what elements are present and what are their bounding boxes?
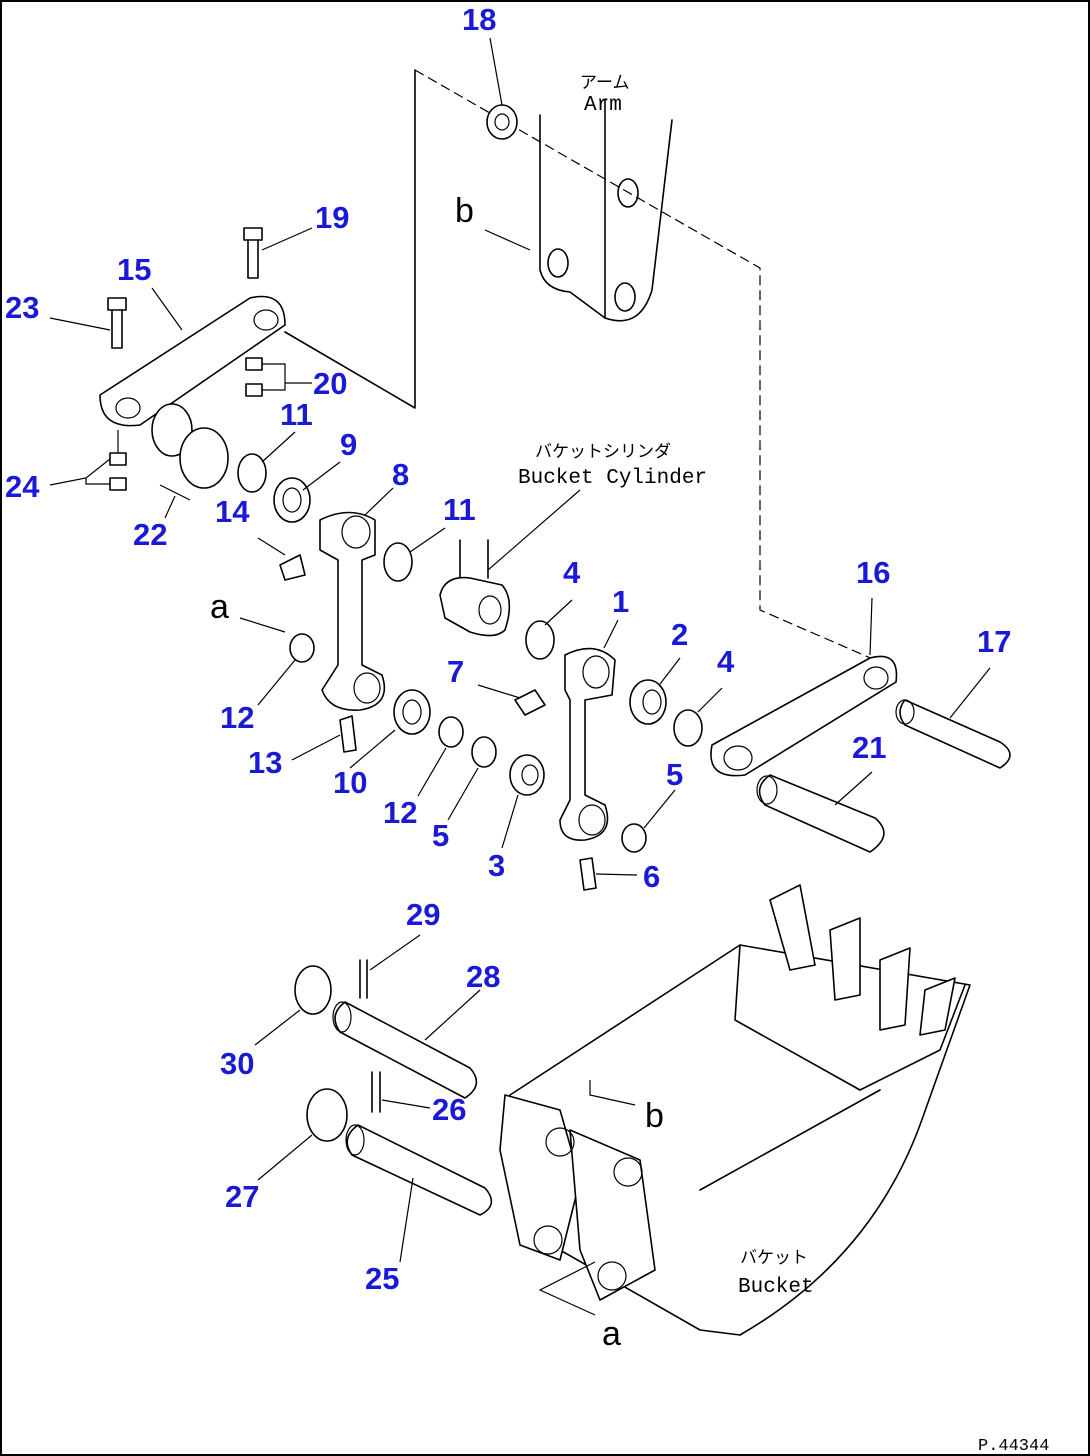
part-22-plate bbox=[151, 403, 229, 501]
part-12-washer-middle bbox=[438, 716, 464, 748]
part-25-pin bbox=[345, 1124, 493, 1216]
part-4-seal-left bbox=[525, 620, 555, 660]
view-a-label-bottom: a bbox=[602, 1315, 621, 1353]
part-23-bolt bbox=[107, 297, 127, 349]
callout-28: 28 bbox=[466, 959, 500, 994]
callout-27: 27 bbox=[225, 1179, 259, 1214]
callout-9: 9 bbox=[340, 427, 357, 462]
cylinder-label-jp: バケットシリンダ bbox=[535, 442, 671, 462]
callout-21: 21 bbox=[852, 730, 886, 765]
view-b-label-bucket: b bbox=[645, 1097, 664, 1135]
part-7-grease-fitting bbox=[514, 689, 546, 716]
callout-4-right: 4 bbox=[717, 644, 735, 679]
callout-16: 16 bbox=[856, 555, 890, 590]
callout-17: 17 bbox=[977, 624, 1011, 659]
callout-7: 7 bbox=[447, 654, 464, 689]
callout-10: 10 bbox=[333, 765, 367, 800]
callout-13: 13 bbox=[248, 745, 282, 780]
part-5-nut-middle bbox=[471, 736, 497, 768]
part-28-pin bbox=[332, 1001, 478, 1099]
callout-14: 14 bbox=[215, 494, 250, 529]
part-15-link bbox=[99, 295, 286, 427]
callout-12-middle: 12 bbox=[383, 795, 417, 830]
part-26-pin bbox=[371, 1071, 381, 1113]
part-17-pin bbox=[895, 699, 1011, 769]
bucket-label-jp: バケット bbox=[740, 1248, 808, 1268]
bucket bbox=[499, 884, 971, 1336]
bucket-cylinder-end bbox=[439, 539, 511, 637]
view-b-label-top: b bbox=[455, 192, 474, 230]
part-18-washer bbox=[486, 104, 518, 140]
part-9-bushing bbox=[273, 477, 311, 523]
callout-19: 19 bbox=[315, 200, 349, 235]
callout-23: 23 bbox=[5, 290, 39, 325]
part-13-grease-fitting bbox=[339, 715, 357, 753]
part-8-link bbox=[319, 511, 386, 711]
callout-22: 22 bbox=[133, 517, 167, 552]
part-12-washer-left bbox=[289, 633, 315, 663]
figure-reference: P.44344 bbox=[978, 1437, 1049, 1456]
part-11-seal-upper bbox=[237, 453, 267, 493]
callout-labels: 18 19 15 23 20 11 9 24 8 14 22 11 4 1 16… bbox=[5, 2, 1011, 1296]
part-2-bushing bbox=[629, 679, 667, 725]
part-14-grease-fitting bbox=[279, 554, 306, 581]
guide-line-arm bbox=[414, 69, 876, 661]
part-24-nuts bbox=[109, 452, 127, 491]
callout-4-left: 4 bbox=[563, 555, 581, 590]
view-a-label-left: a bbox=[210, 588, 229, 626]
part-4-seal-right bbox=[673, 709, 703, 747]
callout-12-left: 12 bbox=[220, 700, 254, 735]
part-1-link bbox=[559, 647, 616, 841]
arm-label-en: Arm bbox=[584, 94, 622, 117]
part-16-link bbox=[710, 655, 898, 777]
part-3-bushing bbox=[509, 754, 545, 796]
callout-24: 24 bbox=[5, 469, 40, 504]
callout-15: 15 bbox=[117, 252, 151, 287]
callout-1: 1 bbox=[612, 584, 629, 619]
cylinder-leader bbox=[487, 489, 581, 571]
callout-5-right: 5 bbox=[666, 757, 683, 792]
guide-line-link bbox=[284, 69, 416, 409]
callout-8: 8 bbox=[392, 457, 409, 492]
callout-11-lower: 11 bbox=[443, 492, 476, 527]
arm-label-jp: アーム bbox=[580, 73, 629, 93]
callout-6: 6 bbox=[643, 859, 660, 894]
callout-3: 3 bbox=[488, 848, 505, 883]
view-a-arrow bbox=[239, 617, 286, 633]
callout-5-middle: 5 bbox=[432, 818, 449, 853]
callout-18: 18 bbox=[462, 2, 496, 37]
leader-lines bbox=[49, 37, 991, 1263]
callout-2: 2 bbox=[671, 617, 688, 652]
bucket-label-en: Bucket bbox=[738, 1276, 814, 1299]
part-30-ring bbox=[294, 965, 332, 1015]
cylinder-label-en: Bucket Cylinder bbox=[518, 467, 707, 490]
callout-26: 26 bbox=[432, 1092, 466, 1127]
bucket-view-a-arrow bbox=[538, 1261, 596, 1316]
callout-20: 20 bbox=[313, 366, 347, 401]
part-5-nut-right bbox=[621, 823, 647, 853]
view-b-arrow bbox=[484, 229, 531, 251]
callout-30: 30 bbox=[220, 1046, 254, 1081]
callout-25: 25 bbox=[365, 1261, 399, 1296]
part-6-grease-fitting bbox=[579, 857, 597, 891]
part-19-bolt bbox=[243, 227, 263, 279]
annotations: アーム Arm バケットシリンダ Bucket Cylinder バケット Bu… bbox=[210, 73, 1049, 1456]
part-29-pin bbox=[359, 959, 368, 999]
bucket-view-b-arrow bbox=[589, 1080, 636, 1106]
part-21-pin bbox=[756, 774, 885, 853]
callout-29: 29 bbox=[406, 897, 440, 932]
part-11-seal-lower bbox=[383, 542, 413, 582]
part-10-bushing bbox=[393, 689, 431, 735]
arm bbox=[539, 99, 673, 322]
callout-11-upper: 11 bbox=[280, 397, 313, 432]
part-27-ring bbox=[306, 1088, 348, 1142]
part-20-nuts bbox=[245, 357, 263, 397]
